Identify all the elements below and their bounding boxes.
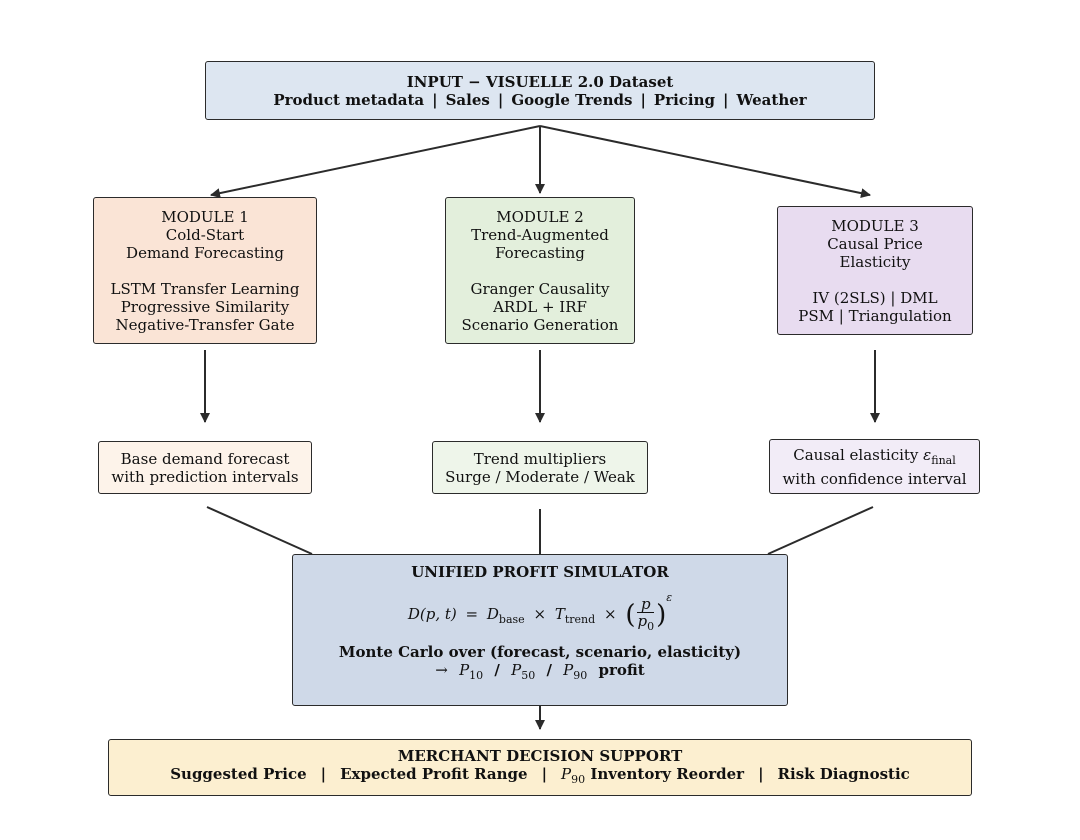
module-1-method-2: Progressive Similarity: [120, 297, 290, 316]
output-3-box: Causal elasticity εfinal with confidence…: [769, 439, 980, 494]
module-2-heading: MODULE 2: [496, 207, 584, 226]
module-2-method-1: Granger Causality: [470, 279, 610, 298]
output-1-line-2: with prediction intervals: [111, 467, 299, 486]
module-3-title-line-1: Causal Price: [827, 234, 923, 253]
line-output1-to-simulator: [206, 506, 313, 555]
decision-risk-diagnostic: Risk Diagnostic: [777, 764, 910, 783]
module-1-heading: MODULE 1: [161, 207, 249, 226]
line-output3-to-simulator: [767, 506, 874, 555]
decision-title: MERCHANT DECISION SUPPORT: [397, 746, 683, 765]
module-1-title-line-2: Demand Forecasting: [126, 243, 284, 262]
arrow-input-to-module3: [539, 125, 871, 199]
module-3-box: MODULE 3 Causal Price Elasticity IV (2SL…: [777, 206, 973, 335]
module-1-box: MODULE 1 Cold-Start Demand Forecasting L…: [93, 197, 317, 344]
decision-suggested-price: Suggested Price: [170, 764, 307, 783]
decision-items: Suggested Price|Expected Profit Range|P9…: [170, 764, 910, 786]
simulator-title: UNIFIED PROFIT SIMULATOR: [411, 563, 669, 581]
module-2-title-line-2: Forecasting: [495, 243, 585, 262]
source-pricing: Pricing: [653, 90, 716, 109]
output-2-line-2: Surge / Moderate / Weak: [445, 467, 635, 486]
output-2-box: Trend multipliers Surge / Moderate / Wea…: [432, 441, 648, 494]
module-3-method-1: IV (2SLS) | DML: [812, 288, 938, 307]
source-google-trends: Google Trends: [511, 90, 633, 109]
decision-box: MERCHANT DECISION SUPPORT Suggested Pric…: [108, 739, 972, 796]
module-3-title-line-2: Elasticity: [839, 252, 911, 271]
module-2-method-2: ARDL + IRF: [493, 297, 587, 316]
source-weather: Weather: [736, 90, 807, 109]
module-3-method-2: PSM | Triangulation: [798, 306, 952, 325]
module-2-method-3: Scenario Generation: [461, 315, 619, 334]
decision-expected-profit-range: Expected Profit Range: [340, 764, 528, 783]
output-1-box: Base demand forecast with prediction int…: [98, 441, 312, 494]
module-2-title-line-1: Trend-Augmented: [471, 225, 609, 244]
simulator-monte-carlo-line: Monte Carlo over (forecast, scenario, el…: [338, 642, 742, 661]
output-1-line-1: Base demand forecast: [120, 449, 290, 468]
output-3-line-1: Causal elasticity εfinal: [793, 445, 956, 467]
decision-inventory-reorder: P90 Inventory Reorder: [561, 764, 745, 786]
module-1-title-line-1: Cold-Start: [165, 225, 245, 244]
simulator-percentile-line: → P10 / P50 / P90 profit: [435, 660, 645, 682]
output-3-line-2: with confidence interval: [782, 469, 967, 488]
input-box: INPUT − VISUELLE 2.0 Dataset Product met…: [205, 61, 875, 120]
output-2-line-1: Trend multipliers: [473, 449, 607, 468]
source-sales: Sales: [445, 90, 490, 109]
simulator-box: UNIFIED PROFIT SIMULATOR D(p, t) = Dbase…: [292, 554, 788, 706]
elasticity-symbol: ε: [923, 445, 932, 464]
module-2-box: MODULE 2 Trend-Augmented Forecasting Gra…: [445, 197, 635, 344]
source-product-metadata: Product metadata: [273, 90, 425, 109]
module-1-method-3: Negative-Transfer Gate: [115, 315, 295, 334]
input-sources: Product metadata|Sales|Google Trends|Pri…: [273, 90, 807, 109]
input-title: INPUT − VISUELLE 2.0 Dataset: [406, 72, 674, 91]
arrow-input-to-module1: [210, 125, 541, 199]
module-1-method-1: LSTM Transfer Learning: [110, 279, 300, 298]
module-3-heading: MODULE 3: [831, 216, 919, 235]
